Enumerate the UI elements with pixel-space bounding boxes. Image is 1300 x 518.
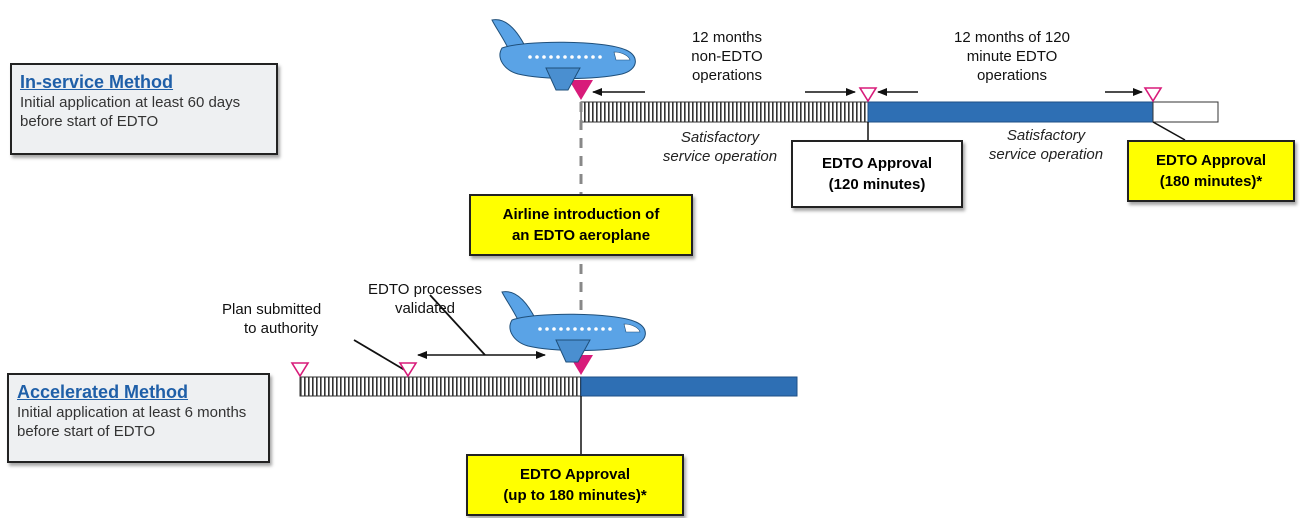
upper-plane-icon (491, 19, 636, 91)
satisfactory-label-1: Satisfactory service operation (640, 128, 800, 166)
introduction-line2: an EDTO aeroplane (511, 227, 651, 244)
processes-validated-label-line1: EDTO processes (368, 281, 482, 298)
approval-180-marker (1143, 87, 1163, 103)
lower-timeline (299, 376, 798, 397)
leader-line-180 (1152, 121, 1186, 141)
edto-accelerated-bar (580, 376, 798, 397)
preparation-bar (299, 376, 582, 397)
leader-line-plan (353, 339, 409, 373)
non-edto-label-line3: operations (691, 67, 763, 84)
approval-120-callout: EDTO Approval (120 minutes) (791, 140, 963, 208)
edto-120-bar (867, 101, 1154, 123)
approval-upto-line1: EDTO Approval (519, 466, 630, 483)
lower-plane-icon (501, 291, 646, 363)
satisfactory-label-1-line2: service operation (662, 148, 778, 165)
approval-180-callout: EDTO Approval (180 minutes)* (1127, 140, 1295, 202)
future-bar (1152, 101, 1219, 123)
approval-120-marker (858, 87, 878, 103)
approval-180-line2: (180 minutes)* (1159, 173, 1263, 190)
upper-timeline (580, 101, 1219, 123)
introduction-callout: Airline introduction of an EDTO aeroplan… (469, 194, 693, 256)
satisfactory-label-2-line1: Satisfactory (1006, 127, 1086, 144)
in-service-method-description: Initial application at least 60 days bef… (20, 94, 241, 130)
edto-120-label-line1: 12 months of 120 (954, 29, 1070, 46)
accelerated-method-description: Initial application at least 6 months be… (17, 404, 247, 440)
non-edto-label-line2: non-EDTO (691, 48, 763, 65)
edto-120-label-line2: minute EDTO (966, 48, 1058, 65)
plan-submitted-marker (398, 362, 418, 378)
processes-validated-label-line2: validated (394, 300, 456, 317)
processes-validated-label: EDTO processes validated (360, 280, 490, 318)
approval-upto-callout: EDTO Approval (up to 180 minutes)* (466, 454, 684, 516)
satisfactory-label-2: Satisfactory service operation (966, 126, 1126, 164)
accelerated-method-title: Accelerated Method (17, 382, 189, 402)
plan-submitted-label-line1: Plan submitted (222, 301, 322, 318)
approval-upto-line2: (up to 180 minutes)* (503, 487, 647, 504)
non-edto-bar (580, 101, 869, 123)
approval-120-line1: EDTO Approval (821, 155, 933, 172)
introduction-marker (569, 80, 593, 100)
edto-120-label: 12 months of 120 minute EDTO operations (922, 28, 1102, 85)
plan-submitted-label: Plan submitted to authority (222, 300, 372, 338)
non-edto-label: 12 months non-EDTO operations (662, 28, 792, 85)
edto-120-label-line3: operations (976, 67, 1048, 84)
satisfactory-label-2-line2: service operation (988, 146, 1104, 163)
in-service-method-box: In-service Method Initial application at… (10, 63, 278, 155)
satisfactory-label-1-line1: Satisfactory (680, 129, 760, 146)
leader-line-processes (429, 294, 486, 356)
plan-submitted-label-line2: to authority (244, 320, 319, 337)
accelerated-method-box: Accelerated Method Initial application a… (7, 373, 270, 463)
accelerated-start-marker (290, 362, 310, 378)
non-edto-label-line1: 12 months (691, 29, 763, 46)
approval-120-line2: (120 minutes) (828, 176, 926, 193)
approval-180-line1: EDTO Approval (1155, 152, 1267, 169)
introduction-line1: Airline introduction of (502, 206, 660, 223)
in-service-method-title: In-service Method (20, 72, 174, 92)
